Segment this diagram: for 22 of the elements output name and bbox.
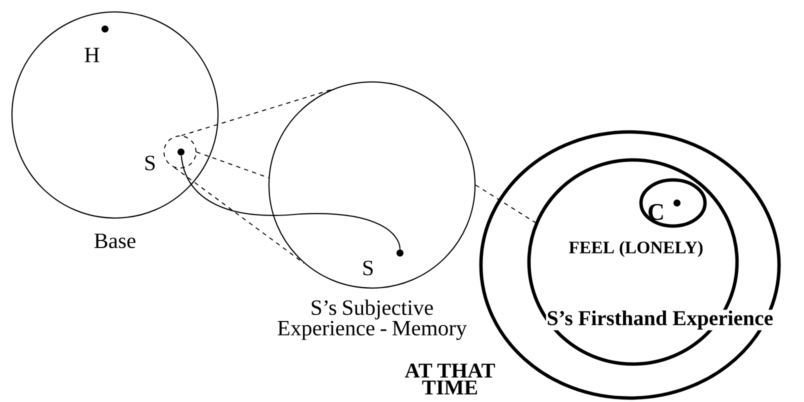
- point: [396, 250, 404, 256]
- circle: [268, 81, 476, 289]
- dashed-line: [475, 184, 536, 223]
- circle-label: Base: [94, 234, 136, 248]
- circle-label: S’s Subjective Experience - Memory: [278, 300, 467, 340]
- point-label: S: [145, 156, 155, 170]
- circle-label: AT THAT TIME: [404, 364, 495, 394]
- point-label: S: [363, 260, 373, 276]
- dashed-line: [180, 89, 332, 136]
- connector-curve: [180, 156, 401, 250]
- point: [102, 26, 108, 32]
- dashed-line: [174, 167, 305, 264]
- circle: [11, 11, 219, 219]
- ellipse: [639, 178, 707, 228]
- point-label: C: [648, 204, 663, 220]
- circle-label: S’s Firsthand Experience: [546, 310, 774, 330]
- dashed-line: [196, 152, 270, 178]
- dashed-circle: [164, 136, 196, 168]
- circle-label: FEEL (LONELY): [569, 241, 703, 257]
- point: [178, 148, 184, 156]
- point: [674, 200, 680, 206]
- point-label: H: [84, 48, 100, 62]
